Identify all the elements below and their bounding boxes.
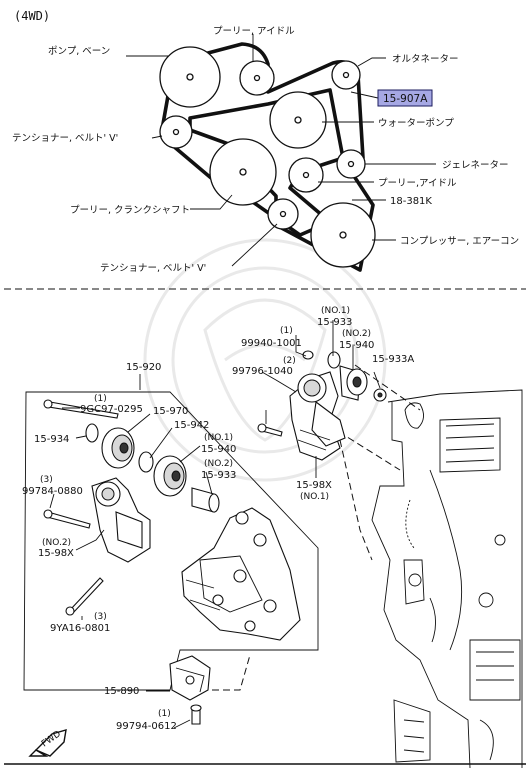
leader-15-98x-left [75,529,105,551]
leader-alternator [357,57,386,67]
label-99940-qty: (1) [280,326,293,336]
label-15-942[interactable]: 15-942 [174,420,209,431]
generator-pulley-hub [347,160,355,168]
leader-15-933a [373,371,381,389]
label-15-970[interactable]: 15-970 [153,406,188,417]
label-15-933b-qty: (NO.2) [204,459,233,469]
leader-crankshaft [190,194,233,210]
label-15-933-qty: (NO.1) [321,306,350,316]
section-label: (4WD) [14,9,50,23]
leader-tensioner-bottom [231,223,278,267]
label-tensioner-bottom: テンショナー, ベルト' V' [100,263,206,274]
label-99794-qty: (1) [158,709,171,719]
label-highlight-part[interactable]: 15-907A [383,93,428,105]
leader-highlight [350,91,379,99]
exploded-tensioner-view: FWD (NO.1) 15-933 (1) 99940-1001 (NO.2) … [22,306,523,768]
label-water-pump: ウォーターポンプ [378,118,454,129]
label-9ya16-qty: (3) [94,612,107,622]
watermark-emblem [143,238,387,482]
label-99940[interactable]: 99940-1001 [241,338,302,349]
leader-15-940b [179,445,201,463]
label-15-940-qty: (NO.2) [342,329,371,339]
label-9gc97[interactable]: 9GC97-0295 [80,404,143,415]
label-15-933b[interactable]: 15-933 [201,470,236,481]
leader-99796 [261,371,297,393]
align-line-2 [339,439,373,561]
crankshaft-pulley-hub [239,168,247,176]
label-9gc97-qty: (1) [94,394,107,404]
engine-block-outline [371,389,523,768]
label-tensioner-left: テンショナー, ベルト' V' [12,133,118,144]
label-15-934[interactable]: 15-934 [34,434,69,445]
water-pump-hub [294,116,302,124]
label-15-98x-left-qty: (NO.2) [42,538,71,548]
leader-tensioner-left [151,135,163,139]
mounting-bracket [181,507,301,641]
leader-99940 [295,335,307,357]
label-99794[interactable]: 99794-0612 [116,721,177,732]
label-15-940b-qty: (NO.1) [204,433,233,443]
label-15-98x-right[interactable]: 15-98X [296,480,332,491]
idler-pulley-top-hub [253,74,261,82]
label-crankshaft-pulley: プーリー, クランクシャフト [70,205,190,216]
fwd-arrow: FWD [28,729,67,757]
label-vane-pump: ポンプ, ベーン [48,46,110,57]
label-99784[interactable]: 99784-0880 [22,486,83,497]
label-alternator: オルタネーター [392,54,459,65]
label-15-940[interactable]: 15-940 [339,340,374,351]
lower-left-tensioner [43,477,151,616]
tensioner-pulley-left-hub [172,128,180,136]
leader-99784 [49,493,55,509]
label-15-890[interactable]: 15-890 [104,686,139,697]
label-generator: ジェレネーター [442,160,509,171]
lower-bracket-15-890 [169,655,211,725]
vane-pump-hub [186,73,194,81]
upper-tensioner-assembly [257,350,387,461]
label-aircon-compressor: コンプレッサー, エアーコン [400,236,519,247]
leader-99794 [173,719,191,729]
leader-15-942 [149,427,173,459]
label-9ya16[interactable]: 9YA16-0801 [50,623,110,634]
label-15-933a[interactable]: 15-933A [372,354,414,365]
align-line-1 [354,364,421,411]
aircon-compressor-hub [339,231,347,239]
leader-15-970 [127,413,151,433]
label-15-920[interactable]: 15-920 [126,362,161,373]
tensioner-pulley-bottom-hub [279,210,287,218]
label-15-940b[interactable]: 15-940 [201,444,236,455]
label-99784-qty: (3) [40,475,53,485]
leader-15-934 [75,435,87,439]
highlight-part-box[interactable] [377,89,433,107]
label-15-933[interactable]: 15-933 [317,317,352,328]
label-99796[interactable]: 99796-1040 [232,366,293,377]
label-pulley-idle-top: プーリー, アイドル [213,26,295,37]
label-15-98x-left[interactable]: 15-98X [38,548,74,559]
label-pulley-idle-right: プーリー,アイドル [378,178,457,189]
label-belt-part[interactable]: 18-381K [390,196,432,207]
belt-routing-diagram: プーリー, アイドル ポンプ, ベーン オルタネーター 15-907A テンショ… [12,26,519,274]
idler-pulley-right-hub [302,171,310,179]
label-99796-qty: (2) [283,356,296,366]
leader-15-933b [205,471,213,495]
alternator-pulley-hub [342,71,350,79]
label-15-98x-right-qty: (NO.1) [300,492,329,502]
assembly-15-920-outline [23,391,319,691]
left-pulley-stack [43,399,220,513]
